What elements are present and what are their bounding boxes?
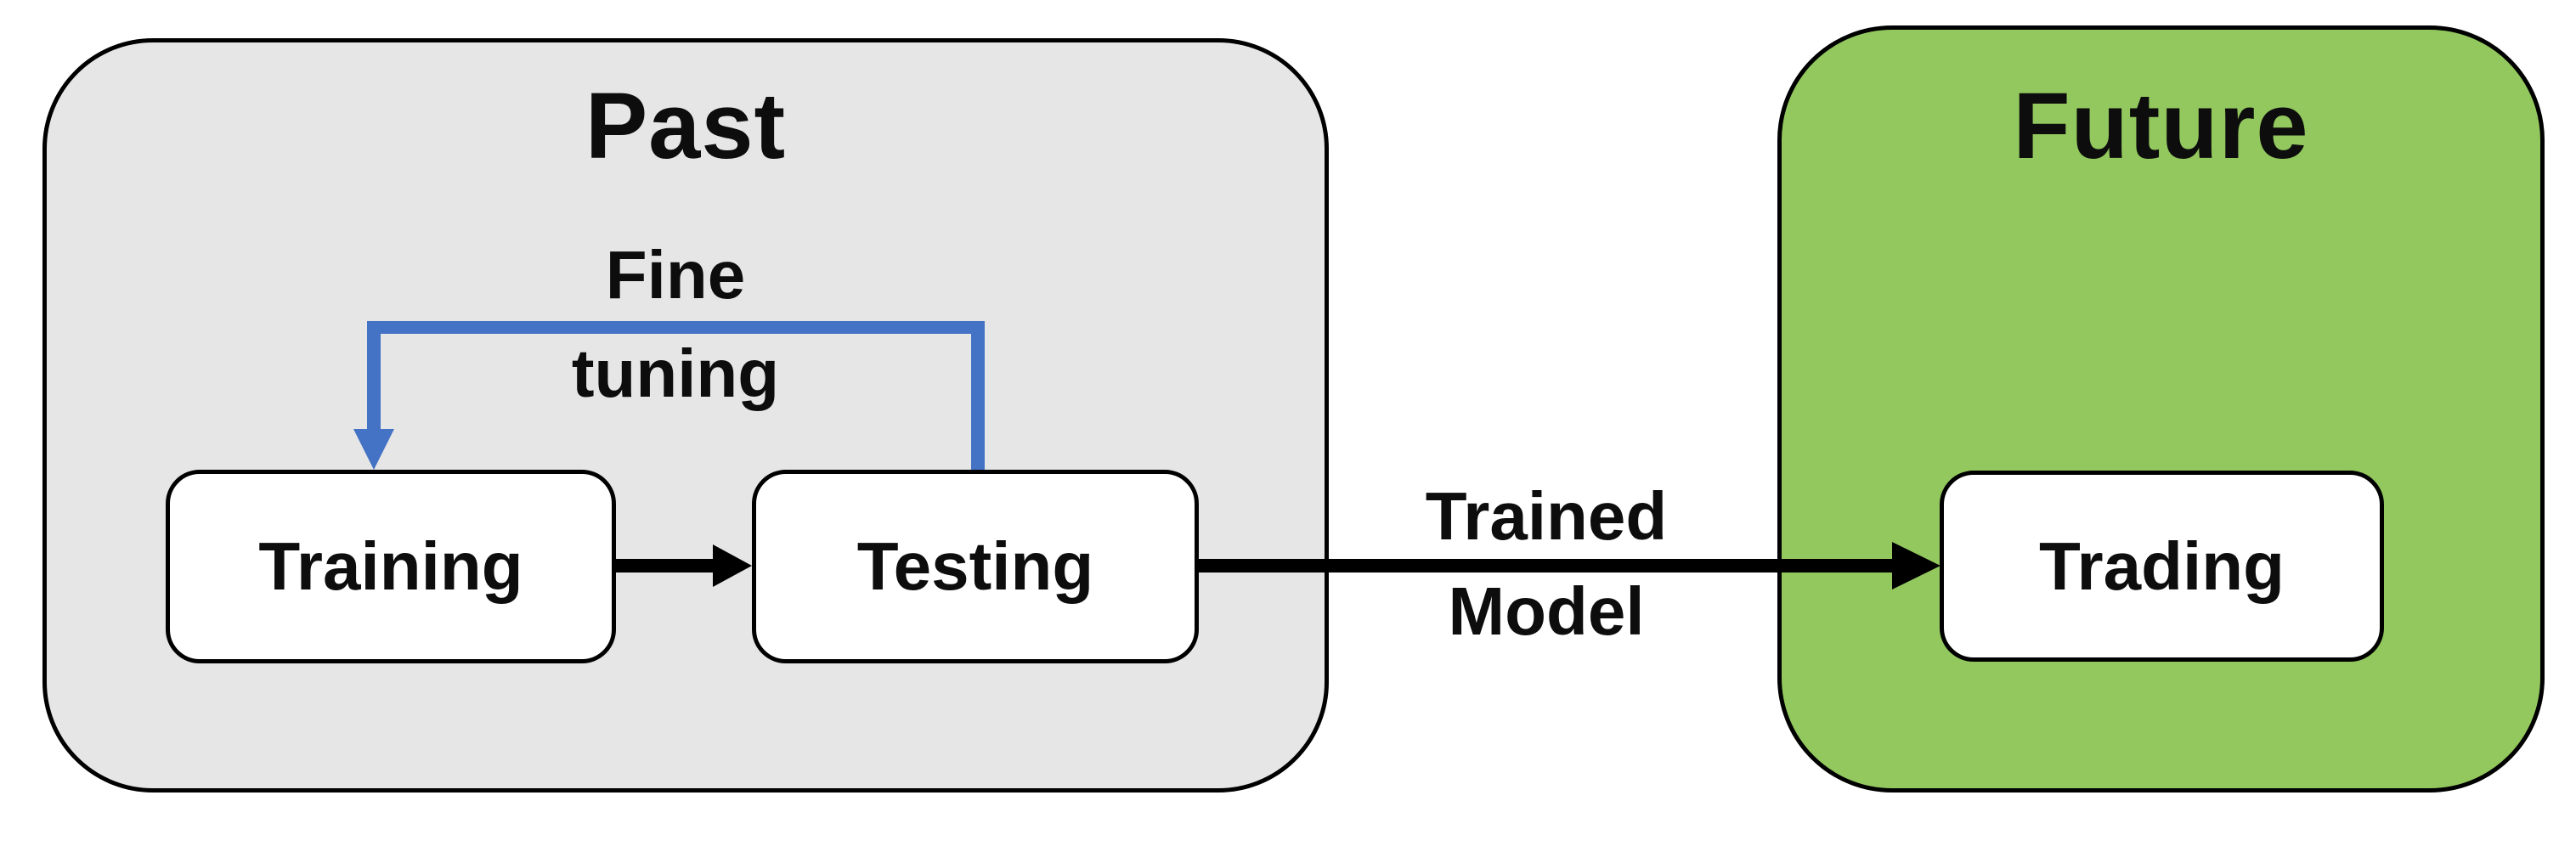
future-zone-title: Future	[2013, 74, 2309, 178]
fine-tuning-label-line1: Fine	[605, 237, 746, 313]
trained-model-arrowhead-icon	[1892, 542, 1940, 589]
training-node: Training	[166, 470, 616, 663]
fine-tuning-label-line2: tuning	[571, 336, 780, 411]
past-zone	[42, 38, 1329, 792]
fine-tuning-arrow-horizontal-segment	[367, 321, 985, 334]
trading-node-label: Trading	[2039, 527, 2285, 604]
trading-node: Trading	[1940, 471, 2384, 662]
training-to-testing-arrowhead-icon	[713, 544, 752, 587]
fine-tuning-arrow-right-segment	[971, 321, 985, 471]
training-to-testing-arrow	[616, 559, 714, 573]
fine-tuning-arrowhead-icon	[353, 429, 394, 470]
past-zone-title: Past	[585, 74, 787, 178]
trained-model-label-line1: Trained	[1425, 478, 1668, 554]
trained-model-arrow	[1199, 559, 1893, 573]
fine-tuning-arrow-left-segment	[367, 321, 381, 430]
trained-model-label-line2: Model	[1448, 573, 1645, 649]
future-zone	[1777, 25, 2545, 792]
training-node-label: Training	[258, 528, 523, 604]
testing-node: Testing	[752, 470, 1199, 663]
testing-node-label: Testing	[856, 528, 1094, 604]
